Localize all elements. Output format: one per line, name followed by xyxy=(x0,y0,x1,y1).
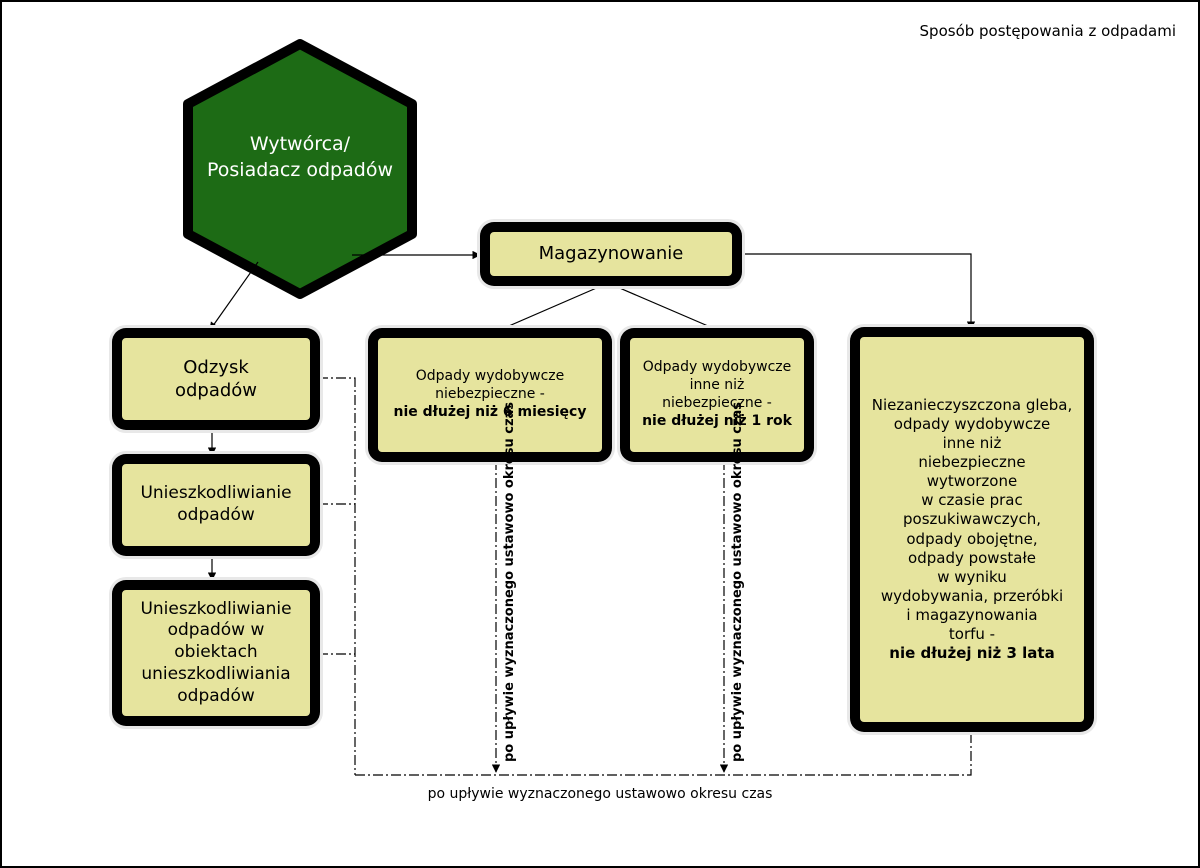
disposal-line2: odpadów xyxy=(177,505,255,525)
page-title: Sposób postępowania z odpadami xyxy=(919,22,1176,40)
soil-line10: w wyniku xyxy=(937,567,1007,586)
facility-line5: odpadów xyxy=(177,685,255,706)
recovery-box: Odzysk odpadów xyxy=(114,330,318,428)
soil-line11: wydobywania, przeróbki xyxy=(880,586,1064,605)
soil-line13: torfu - xyxy=(948,624,996,643)
soil-limit: nie dłużej niż 3 lata xyxy=(889,643,1055,662)
storage-box: Magazynowanie xyxy=(482,224,740,284)
facility-line4: unieszkodliwiania xyxy=(141,663,291,684)
hazardous-line2: niebezpieczne - xyxy=(435,386,545,403)
recovery-line2: odpadów xyxy=(174,380,258,401)
arrow-storage-soil xyxy=(742,253,976,330)
nonhazardous-line2: inne niż xyxy=(689,377,745,394)
disposal-line1: Unieszkodliwianie xyxy=(140,483,292,504)
soil-line7: poszukiwawczych, xyxy=(903,510,1041,529)
soil-line8: odpady obojętne, xyxy=(906,529,1038,548)
producer-label-line2: Posiadacz odpadów xyxy=(206,158,393,181)
period-label-vertical-nonhazardous: po upływie wyznaczonego ustawowo okresu … xyxy=(730,401,745,762)
nonhazardous-box: Odpady wydobywcze inne niż niebezpieczne… xyxy=(622,330,812,460)
period-label-vertical-hazardous: po upływie wyznaczonego ustawowo okresu … xyxy=(502,401,517,762)
arrow-storage-nonhazardous xyxy=(607,282,723,333)
hazardous-line1: Odpady wydobywcze xyxy=(415,368,565,385)
nonhazardous-line1: Odpady wydobywcze xyxy=(642,359,792,376)
recovery-line1: Odzysk xyxy=(183,356,249,378)
producer-hexagon xyxy=(183,39,417,299)
soil-line4: niebezpieczne xyxy=(918,453,1026,472)
soil-line1: Niezanieczyszczona gleba, xyxy=(871,396,1073,415)
facility-line2: odpadów w xyxy=(167,620,265,641)
storage-label: Magazynowanie xyxy=(538,243,684,265)
arrow-producer-recovery xyxy=(209,261,259,331)
soil-line5: wytworzone xyxy=(926,472,1018,491)
soil-box: Niezanieczyszczona gleba, odpady wydobyw… xyxy=(852,329,1092,730)
arrow-storage-hazardous xyxy=(494,282,609,333)
soil-line3: inne niż xyxy=(942,434,1002,453)
hazardous-box: Odpady wydobywcze niebezpieczne - nie dł… xyxy=(370,330,610,460)
period-label-bottom: po upływie wyznaczonego ustawowo okresu … xyxy=(427,786,773,802)
soil-line6: w czasie prac xyxy=(921,491,1023,510)
producer-label: Wytwórca/ Posiadacz odpadów xyxy=(195,132,405,183)
nonhazardous-line3: niebezpieczne - xyxy=(662,395,772,411)
facility-line1: Unieszkodliwianie xyxy=(140,598,292,619)
disposal-box: Unieszkodliwianie odpadów xyxy=(114,456,318,554)
dashed-line-bottom xyxy=(355,730,972,776)
facility-line3: obiektach xyxy=(174,642,258,663)
soil-line9: odpady powstałe xyxy=(908,548,1036,567)
producer-label-line1: Wytwórca/ xyxy=(249,133,351,155)
soil-line2: odpady wydobywcze xyxy=(893,415,1051,434)
soil-line12: i magazynowania xyxy=(906,605,1038,624)
disposal-facility-box: Unieszkodliwianie odpadów w obiektach un… xyxy=(114,582,318,724)
nonhazardous-limit: nie dłużej niż 1 rok xyxy=(642,412,792,429)
hazardous-limit: nie dłużej niż 6 miesięcy xyxy=(393,403,587,420)
dashed-line-recovery xyxy=(318,377,356,775)
